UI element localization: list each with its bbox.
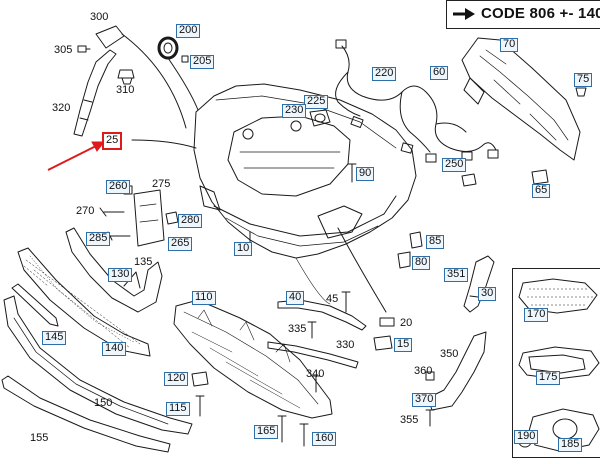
callout-90[interactable]: 90 [356,167,375,181]
callout-225[interactable]: 225 [304,95,329,109]
callout-280[interactable]: 280 [178,214,203,228]
callout-45[interactable]: 45 [326,293,339,305]
callout-30[interactable]: 30 [478,287,497,301]
callout-340[interactable]: 340 [306,368,325,380]
callout-185[interactable]: 185 [558,438,583,452]
callout-115[interactable]: 115 [166,402,190,416]
part-70-bracket [461,37,581,161]
code-filter-box: CODE 806 +- 140 [446,0,600,29]
callout-270[interactable]: 270 [76,205,95,217]
callout-135[interactable]: 135 [134,256,153,268]
callout-260[interactable]: 260 [106,180,131,194]
callout-70[interactable]: 70 [500,38,519,52]
part-140-grille [17,247,151,357]
part-145-strip [11,283,59,327]
callout-265[interactable]: 265 [168,237,193,251]
part-220-wiring-harness [341,45,497,152]
callout-190[interactable]: 190 [514,430,539,444]
part-30-bracket [463,255,495,313]
callout-205[interactable]: 205 [190,55,215,69]
callout-165[interactable]: 165 [254,425,279,439]
callout-150[interactable]: 150 [94,397,113,409]
callout-10[interactable]: 10 [234,242,253,256]
callout-40[interactable]: 40 [286,291,305,305]
part-350-bracket [427,331,487,411]
callout-175[interactable]: 175 [536,371,561,385]
callout-110[interactable]: 110 [192,291,216,305]
part-200-ring [157,36,179,60]
part-155-trim [1,375,171,453]
callout-285[interactable]: 285 [86,232,111,246]
callout-335[interactable]: 335 [288,323,307,335]
callout-230[interactable]: 230 [282,104,307,118]
part-130-bracket [65,227,163,313]
callout-350[interactable]: 350 [440,348,459,360]
callout-250[interactable]: 250 [442,158,467,172]
part-305-screw [77,45,91,53]
callout-220[interactable]: 220 [372,67,397,81]
callout-25-highlighted[interactable]: 25 [102,132,123,150]
callout-170[interactable]: 170 [524,308,549,322]
callout-355[interactable]: 355 [400,414,419,426]
part-310-clip [117,69,135,85]
callout-300[interactable]: 300 [90,11,109,23]
part-175-fog-trim [518,346,600,380]
callout-20[interactable]: 20 [400,317,413,329]
arrow-right-icon [453,8,475,20]
part-170-fog-grille [518,278,598,314]
callout-145[interactable]: 145 [42,331,67,345]
callout-200[interactable]: 200 [176,24,201,38]
part-300-bracket [95,25,125,49]
callout-275[interactable]: 275 [152,178,171,190]
code-label: CODE 806 +- 140 [481,5,600,22]
callout-75[interactable]: 75 [574,73,593,87]
callout-60[interactable]: 60 [430,66,449,80]
part-10-bumper-cover [193,83,417,259]
callout-155[interactable]: 155 [30,432,49,444]
callout-65[interactable]: 65 [532,184,551,198]
callout-310[interactable]: 310 [116,84,135,96]
highlight-arrow [47,141,106,171]
callout-370[interactable]: 370 [412,393,437,407]
part-40-trim [277,299,367,331]
callout-320[interactable]: 320 [52,102,71,114]
callout-80[interactable]: 80 [412,256,431,270]
part-225-sensor [309,109,331,127]
part-275-bracket [133,189,165,247]
callout-15[interactable]: 15 [394,338,413,352]
callout-140[interactable]: 140 [102,342,127,356]
callout-330[interactable]: 330 [336,339,355,351]
callout-360[interactable]: 360 [414,365,433,377]
callout-130[interactable]: 130 [108,268,133,282]
callout-351[interactable]: 351 [444,268,469,282]
part-150-lip [3,295,193,435]
callout-160[interactable]: 160 [312,432,337,446]
callout-120[interactable]: 120 [164,372,189,386]
callout-85[interactable]: 85 [426,235,445,249]
callout-305[interactable]: 305 [54,44,73,56]
part-110-undertray [173,299,333,419]
part-320-strip [73,49,117,137]
